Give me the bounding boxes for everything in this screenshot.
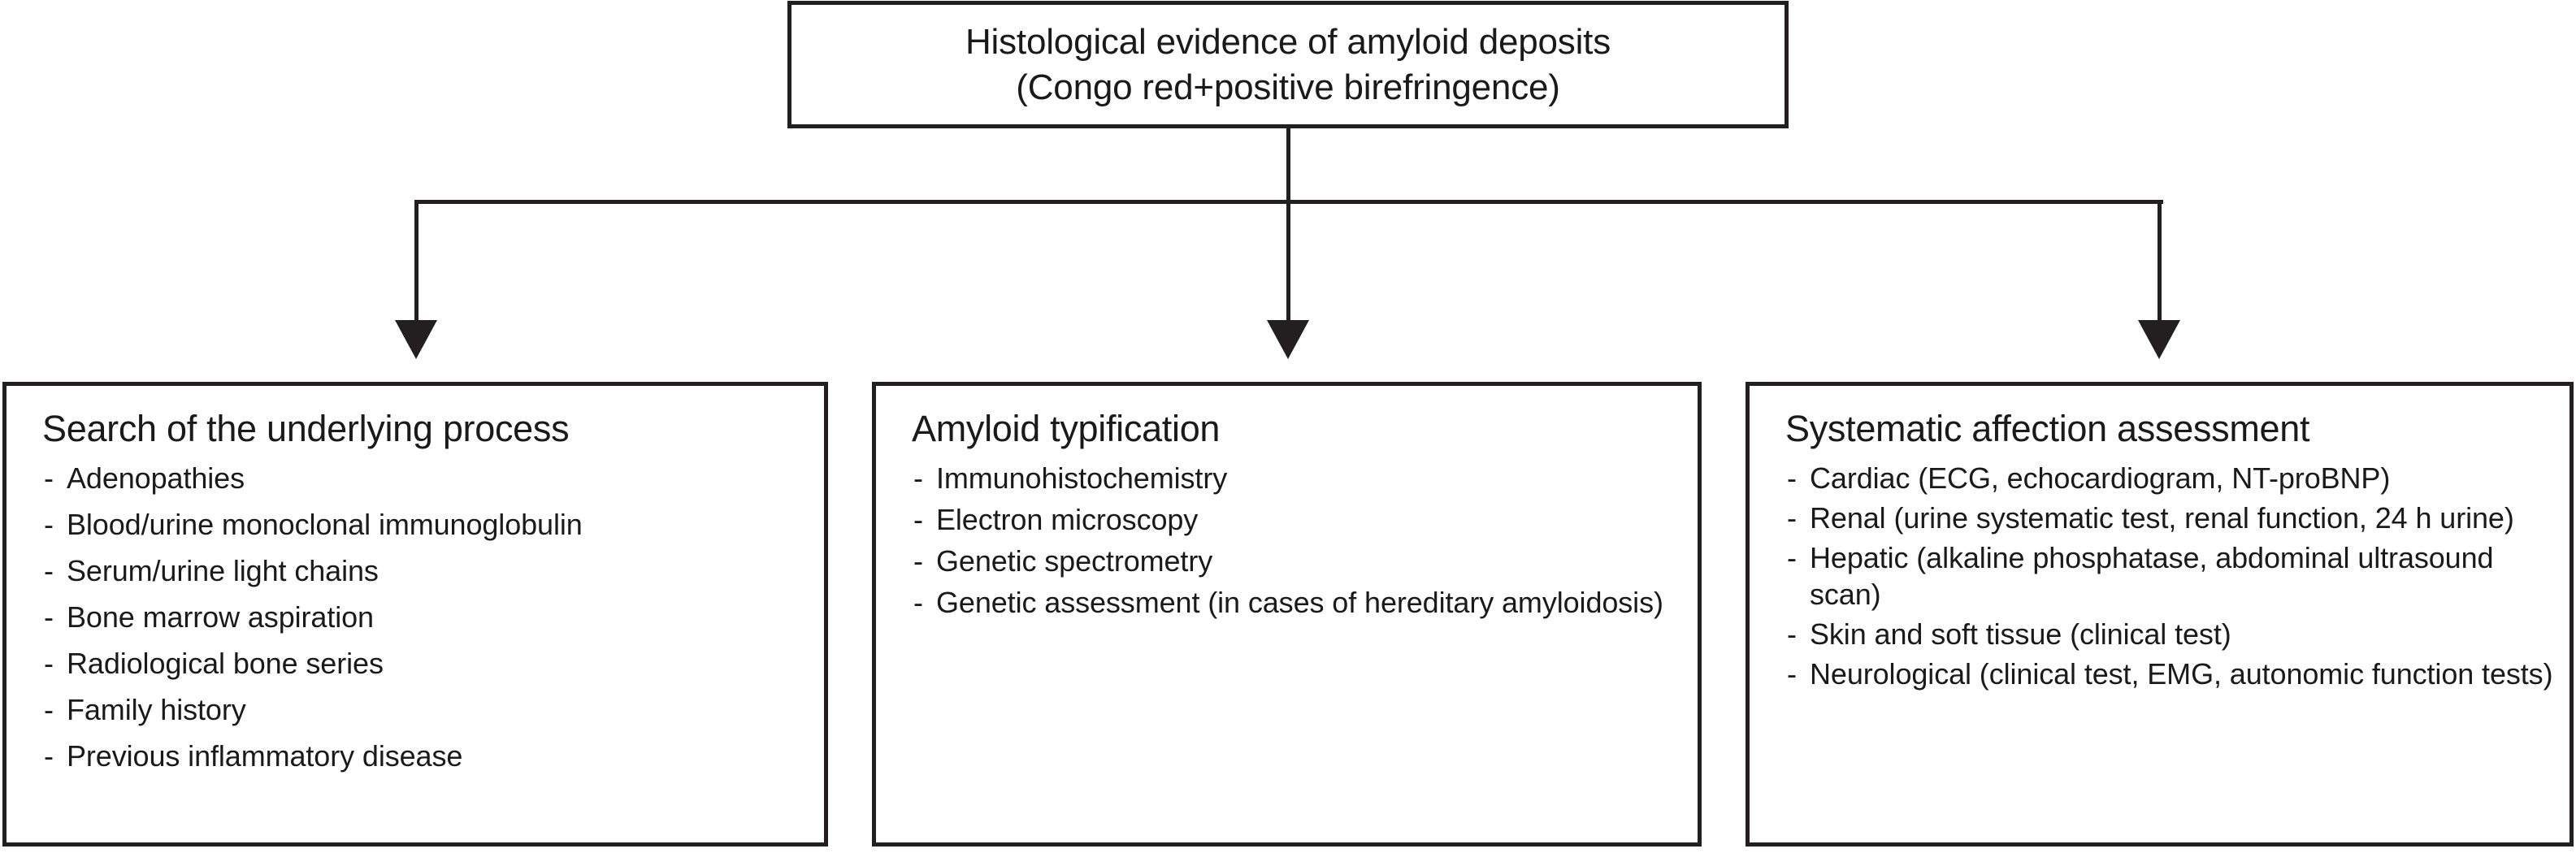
list-item: Immunohistochemistry [912, 460, 1681, 496]
list-item: Cardiac (ECG, echocardiogram, NT-proBNP) [1785, 460, 2553, 496]
list-item: Previous inflammatory disease [42, 738, 808, 774]
flowchart-node-search-of-the-underlying-process: Search of the underlying process Adenopa… [2, 382, 828, 847]
flowchart-node-amyloid-typification: Amyloid typification Immunohistochemistr… [872, 382, 1702, 847]
list-item: Renal (urine systematic test, renal func… [1785, 500, 2553, 536]
node-title: Amyloid typification [912, 408, 1221, 449]
list-item: Skin and soft tissue (clinical test) [1785, 616, 2553, 652]
connector-drop-right [2158, 200, 2162, 320]
list-item: Bone marrow aspiration [42, 599, 808, 635]
bullet-list: Immunohistochemistry Electron microscopy… [912, 460, 1681, 621]
flowchart-node-systematic-affection-assessment: Systematic affection assessment Cardiac … [1746, 382, 2574, 847]
flowchart-node-root: Histological evidence of amyloid deposit… [787, 1, 1789, 128]
list-item: Electron microscopy [912, 501, 1681, 538]
bullet-list: Adenopathies Blood/urine monoclonal immu… [42, 460, 808, 774]
list-item: Neurological (clinical test, EMG, autono… [1785, 656, 2553, 692]
list-item: Genetic spectrometry [912, 543, 1681, 579]
arrowhead-left-icon [395, 320, 437, 359]
connector-drop-left [414, 200, 418, 320]
root-title-line-2: (Congo red+positive birefringence) [1016, 67, 1560, 107]
list-item: Serum/urine light chains [42, 552, 808, 589]
arrowhead-center-icon [1267, 320, 1309, 359]
root-title-line-1: Histological evidence of amyloid deposit… [965, 21, 1611, 62]
bullet-list: Cardiac (ECG, echocardiogram, NT-proBNP)… [1785, 460, 2553, 692]
node-title: Search of the underlying process [42, 408, 570, 449]
node-content: Amyloid typification Immunohistochemistr… [876, 386, 1698, 621]
node-content: Systematic affection assessment Cardiac … [1750, 386, 2569, 692]
list-item: Genetic assessment (in cases of heredita… [912, 584, 1681, 621]
list-item: Radiological bone series [42, 645, 808, 682]
arrowhead-right-icon [2138, 320, 2180, 359]
list-item: Adenopathies [42, 460, 808, 496]
list-item: Family history [42, 691, 808, 728]
connector-drop-center [1286, 200, 1290, 320]
list-item: Blood/urine monoclonal immunoglobulin [42, 506, 808, 543]
connector-root-stem [1286, 128, 1290, 204]
node-title: Systematic affection assessment [1785, 408, 2310, 449]
node-content: Search of the underlying process Adenopa… [7, 386, 824, 774]
list-item: Hepatic (alkaline phosphatase, abdominal… [1785, 539, 2553, 613]
